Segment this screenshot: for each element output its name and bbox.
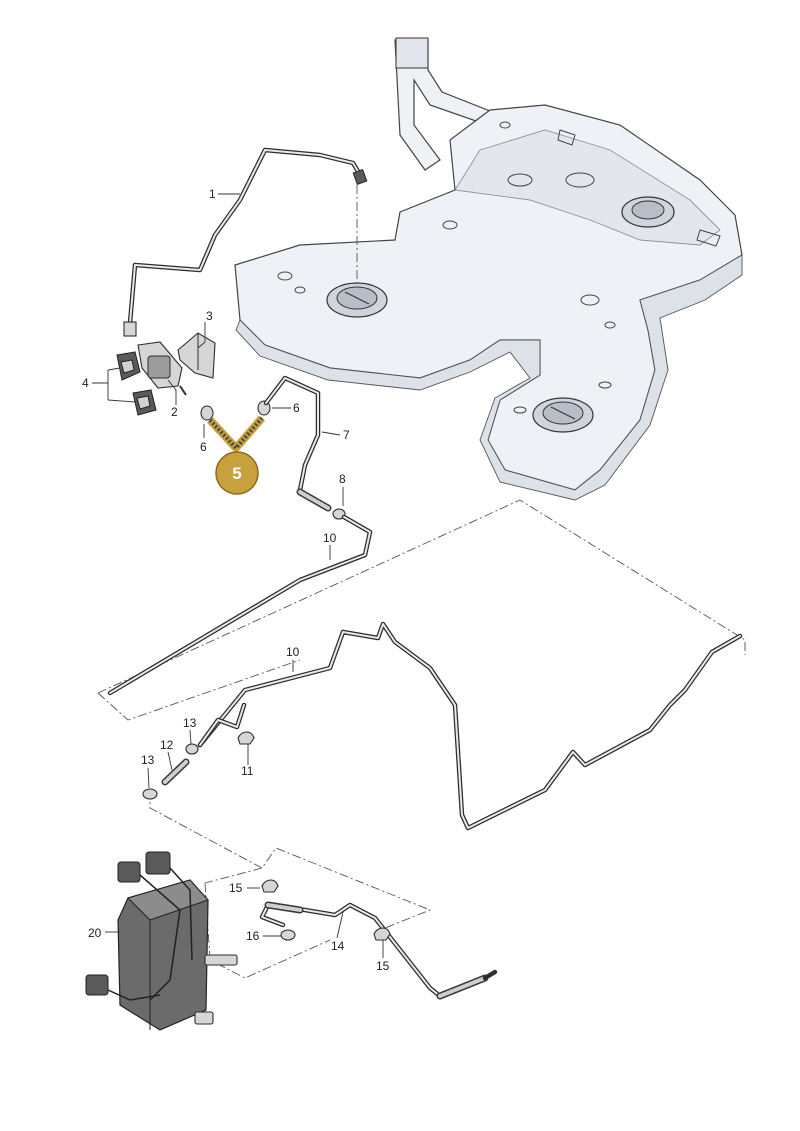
fuel-line-14 (259, 879, 498, 1000)
callout-10-upper: 10 (323, 531, 337, 545)
callout-3: 3 (206, 309, 213, 323)
valve-assembly (116, 332, 216, 416)
highlight-badge-5[interactable]: 5 (215, 451, 259, 495)
connectors-front (142, 731, 255, 800)
fuel-line-7 (263, 375, 346, 520)
callout-15-upper: 15 (229, 881, 243, 895)
fuel-line-1 (123, 147, 368, 337)
highlight-badge-circle (215, 451, 259, 495)
callout-13-upper: 13 (183, 716, 197, 730)
callout-7: 7 (343, 428, 350, 442)
callout-6-right: 6 (293, 401, 300, 415)
callout-11: 11 (241, 764, 254, 778)
callout-2: 2 (171, 405, 178, 419)
highlight-badge-label: 5 (232, 464, 241, 483)
callout-1: 1 (209, 187, 216, 201)
callout-15-lower: 15 (376, 959, 390, 973)
fuel-tank (234, 37, 743, 501)
callout-20: 20 (88, 926, 102, 940)
callout-labels: 1 2 3 4 6 6 7 8 10 10 11 12 13 13 14 15 … (82, 187, 390, 973)
callout-14: 14 (331, 939, 345, 953)
callout-10-lower: 10 (286, 645, 300, 659)
hose-5-highlighted (200, 400, 271, 452)
callout-13-lower: 13 (141, 753, 155, 767)
callout-6-left: 6 (200, 440, 207, 454)
callout-8: 8 (339, 472, 346, 486)
leader-lines (92, 193, 384, 958)
callout-4: 4 (82, 376, 89, 390)
module-20 (85, 851, 238, 1031)
callout-12: 12 (160, 738, 174, 752)
callout-16: 16 (246, 929, 260, 943)
fuel-line-10 (107, 514, 743, 831)
